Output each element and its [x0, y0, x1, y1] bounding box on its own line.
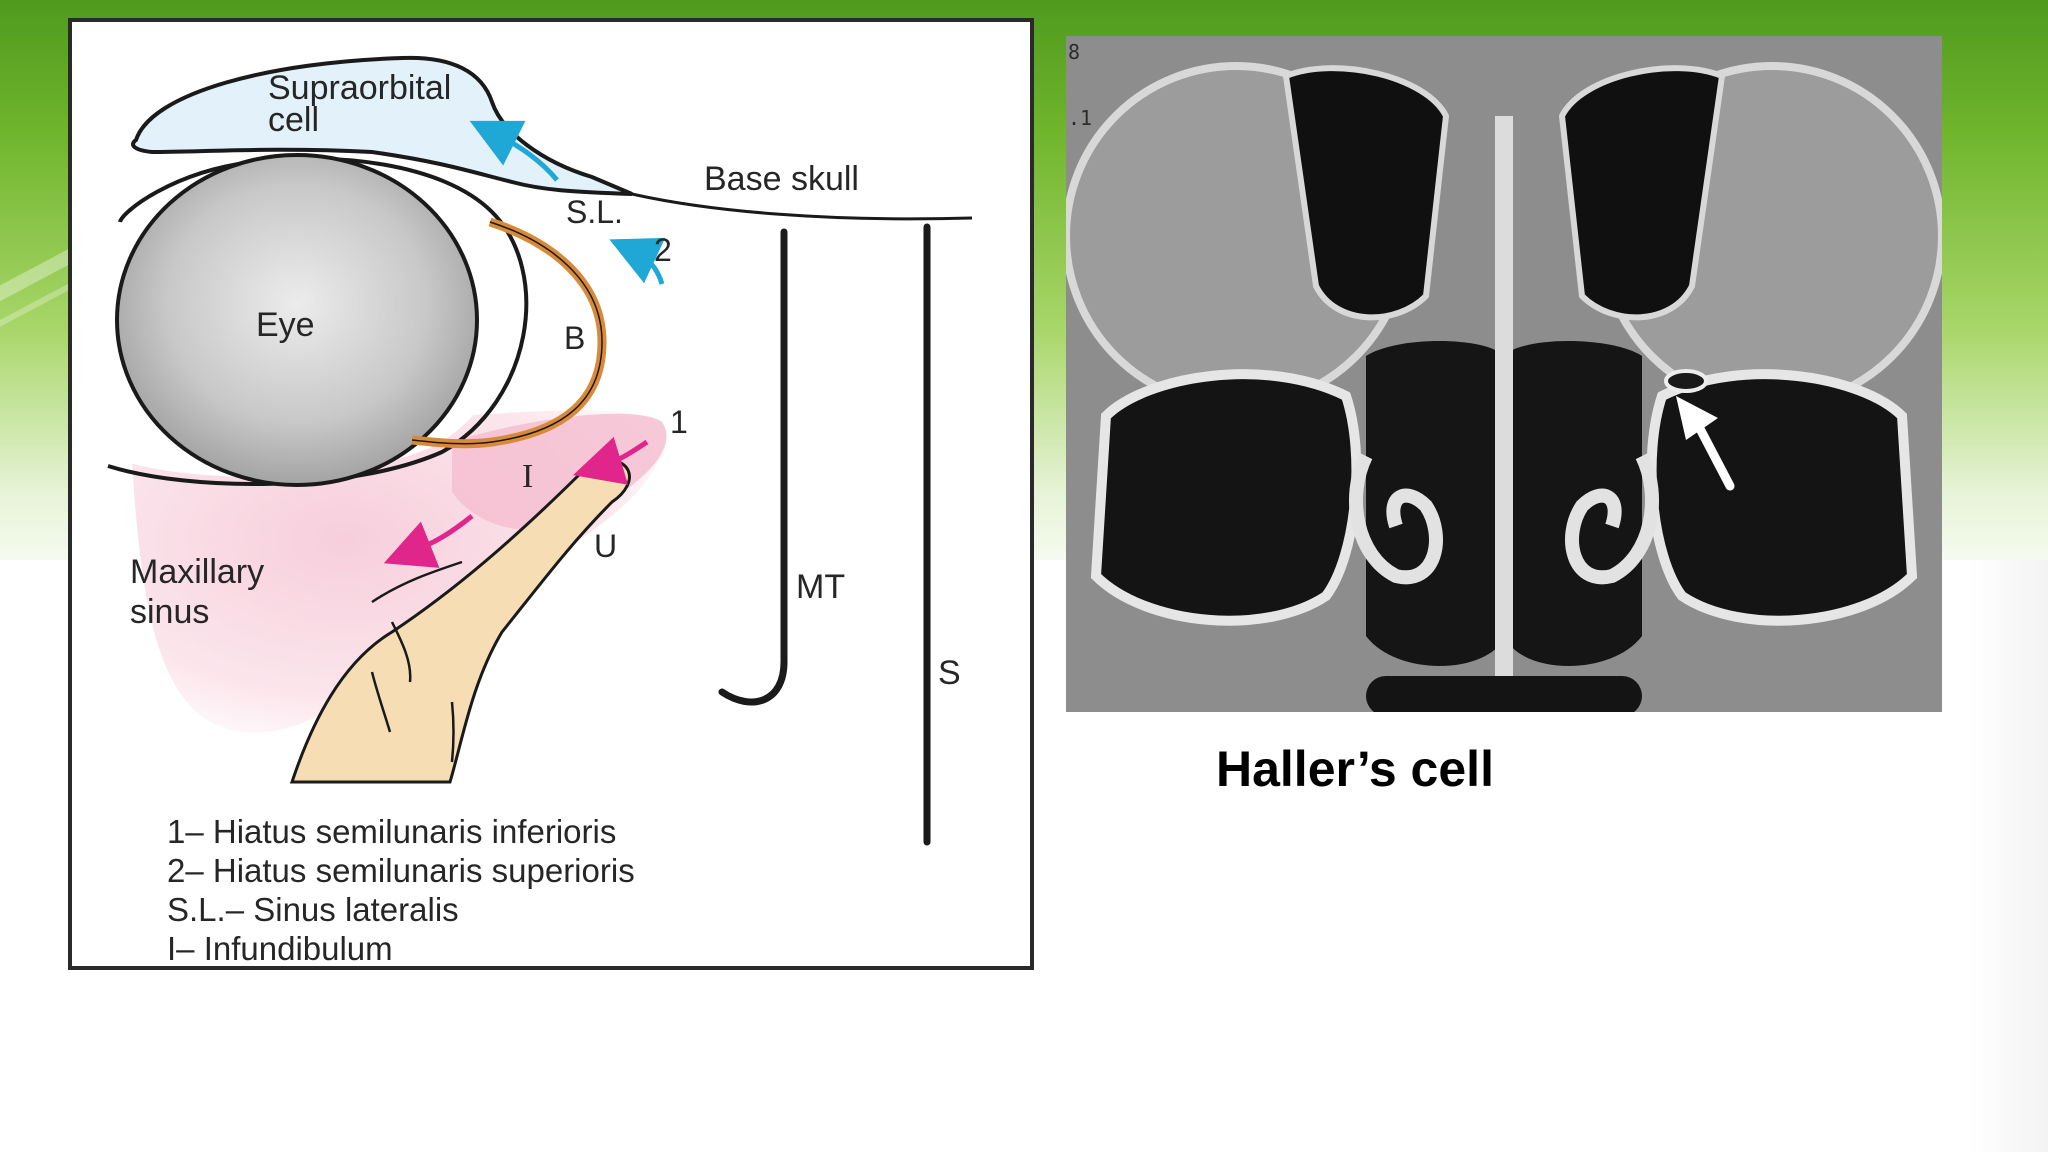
middle-turbinate	[718, 228, 788, 706]
nasal-cavity	[1504, 341, 1642, 666]
legend-item: I– Infundibulum	[167, 930, 393, 967]
hallers-cell	[1664, 369, 1708, 393]
left-ethmoid-air	[1282, 65, 1450, 321]
nasal-cavity	[1366, 341, 1506, 666]
ct-scan-image: 8 .1	[1066, 36, 1942, 712]
label-uncinate: U	[594, 528, 618, 564]
ct-scan-drawing	[1066, 36, 1942, 712]
anatomy-drawing	[107, 55, 973, 846]
magenta-arrow-1	[573, 436, 649, 485]
diagram-legend: 1– Hiatus semilunaris inferioris 2– Hiat…	[167, 812, 635, 967]
left-turbinate	[1349, 452, 1443, 585]
slide-edge-shade	[1968, 560, 2048, 1152]
eye-globe	[115, 153, 479, 487]
uncinate-process	[289, 458, 631, 784]
lower-air	[1366, 676, 1642, 712]
uncinate-stroke	[390, 621, 412, 683]
label-hiatus-1: 1	[670, 404, 688, 440]
white-arrow-head	[1676, 396, 1718, 440]
right-ethmoid-air	[1558, 65, 1726, 321]
uncinate-stroke	[450, 701, 455, 763]
legend-item: S.L.– Sinus lateralis	[167, 891, 459, 928]
cyan-arrow-supraorbital	[469, 120, 559, 182]
ct-marker: 8	[1068, 40, 1081, 64]
legend-item: 2– Hiatus semilunaris superioris	[167, 852, 635, 889]
label-infundibulum: I	[522, 458, 534, 495]
anatomy-diagram: Supraorbital cell Base skull S.L. 2 Eye …	[68, 18, 1034, 970]
legend-item: 1– Hiatus semilunaris inferioris	[167, 813, 617, 850]
uncinate-stroke	[370, 671, 392, 733]
label-bulla: B	[564, 320, 586, 356]
cyan-arrow-2	[609, 237, 666, 285]
magenta-arrow-sinus	[383, 514, 474, 568]
label-maxillary-sinus: Maxillary sinus	[130, 553, 265, 631]
skull-base-line	[631, 192, 973, 221]
label-base-skull: Base skull	[704, 160, 859, 198]
label-septum: S	[938, 654, 961, 692]
label-sinus-lateralis: S.L.	[566, 194, 623, 230]
uncinate-stroke	[371, 560, 463, 604]
label-hiatus-2: 2	[654, 232, 672, 268]
white-arrow	[1691, 416, 1735, 491]
label-supraorbital-cell: Supraorbital cell	[268, 69, 452, 139]
label-eye: Eye	[256, 306, 315, 344]
ct-marker: .1	[1068, 106, 1093, 130]
label-middle-turbinate: MT	[796, 568, 846, 606]
ethmoid-bulla-outline	[411, 221, 603, 445]
image-caption: Haller’s cell	[1216, 741, 1494, 797]
left-maxillary-sinus	[1090, 369, 1362, 626]
right-turbinate	[1565, 452, 1659, 585]
